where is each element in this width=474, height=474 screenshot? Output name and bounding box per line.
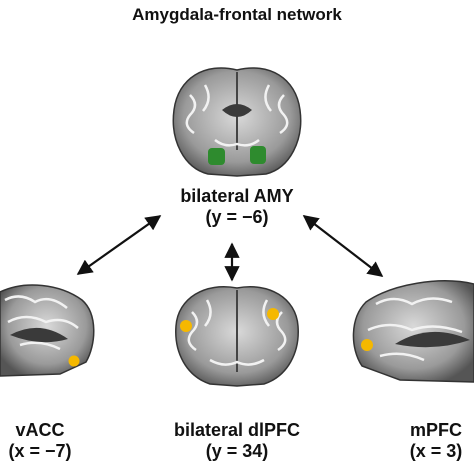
amy-name: bilateral AMY bbox=[180, 186, 294, 206]
amy-coord: (y = −6) bbox=[205, 207, 269, 227]
mpfc-roi bbox=[361, 339, 373, 351]
amy-label: bilateral AMY (y = −6) bbox=[157, 186, 317, 228]
mpfc-label: mPFC (x = 3) bbox=[398, 420, 474, 462]
dlpfc-right-roi bbox=[267, 308, 279, 320]
dlpfc-coord: (y = 34) bbox=[205, 441, 269, 461]
mpfc-coord: (x = 3) bbox=[409, 441, 463, 461]
amy-left-roi bbox=[208, 148, 225, 165]
dlpfc-name: bilateral dlPFC bbox=[173, 420, 301, 440]
dlpfc-label: bilateral dlPFC (y = 34) bbox=[152, 420, 322, 462]
dlpfc-coronal-brain-icon bbox=[175, 286, 299, 387]
amy-vacc-double-arrow-icon bbox=[76, 215, 162, 275]
dlpfc-left-roi bbox=[180, 320, 192, 332]
vacc-roi bbox=[68, 355, 80, 367]
amy-coronal-brain-icon bbox=[172, 67, 302, 177]
vacc-coord: (x = −7) bbox=[8, 441, 72, 461]
diagram-title: Amygdala-frontal network bbox=[132, 5, 342, 24]
mpfc-name: mPFC bbox=[409, 420, 462, 440]
vacc-sagittal-brain-icon bbox=[0, 284, 95, 377]
mpfc-sagittal-brain-icon bbox=[352, 280, 474, 383]
amy-mpfc-double-arrow-icon bbox=[302, 215, 384, 277]
amy-right-roi bbox=[250, 146, 266, 164]
vacc-name: vACC bbox=[15, 420, 65, 440]
vacc-label: vACC (x = −7) bbox=[0, 420, 80, 462]
